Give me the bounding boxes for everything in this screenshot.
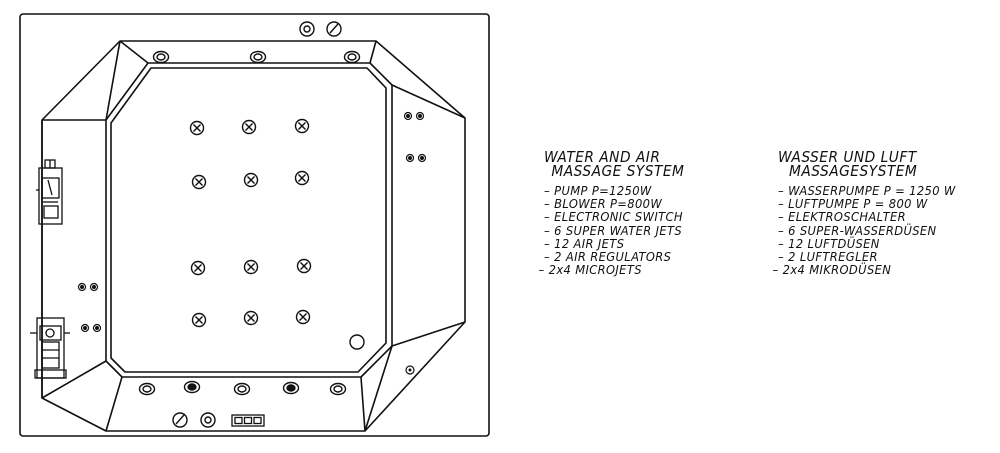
water-jet-icon xyxy=(138,382,156,396)
air-jet-icon xyxy=(191,312,207,328)
spec-english-item: PUMP P=1250W xyxy=(544,184,684,197)
spec-german-item: WASSERPUMPE P = 1250 W xyxy=(778,184,956,197)
water-jet-icon xyxy=(249,50,267,64)
spec-german-item: 6 SUPER-WASSERDÜSEN xyxy=(778,223,956,236)
microjet-icon xyxy=(417,153,427,163)
spec-german-list: WASSERPUMPE P = 1250 W LUFTPUMPE P = 800… xyxy=(778,184,956,277)
corner-bevel xyxy=(41,360,107,399)
air-jet-icon xyxy=(243,172,259,188)
electronic-switch-icon xyxy=(231,414,265,427)
tub-basin-edge xyxy=(105,62,393,378)
air-jet-icon xyxy=(243,310,259,326)
air-jet-icon xyxy=(190,260,206,276)
microjet-icon xyxy=(89,282,99,292)
spec-english: WATER AND AIR MASSAGE SYSTEM PUMP P=1250… xyxy=(544,148,685,277)
spec-english-item: 12 AIR JETS xyxy=(544,237,684,250)
microjet-icon xyxy=(77,282,87,292)
spec-german-item: ELEKTROSCHALTER xyxy=(778,210,956,223)
tub-inner-ledge xyxy=(110,67,387,373)
corner-bevel xyxy=(119,40,149,64)
water-jet-icon xyxy=(152,50,170,64)
overflow-icon xyxy=(405,365,415,375)
spec-german-item: LUFTPUMPE P = 800 W xyxy=(778,197,956,210)
water-jet-icon xyxy=(183,380,201,394)
corner-bevel xyxy=(360,376,366,432)
spec-german-item: 2 LUFTREGLER xyxy=(778,250,956,263)
air-regulator-bottom xyxy=(172,412,216,428)
air-jet-icon xyxy=(241,119,257,135)
water-jet-icon xyxy=(282,381,300,395)
spec-english-item: 6 SUPER WATER JETS xyxy=(544,223,684,236)
corner-bevel xyxy=(105,40,121,121)
spec-german-item: 2x4 MIKRODÜSEN xyxy=(772,263,955,276)
air-jet-icon xyxy=(243,259,259,275)
microjet-icon xyxy=(405,153,415,163)
corner-bevel xyxy=(105,376,123,432)
air-jet-icon xyxy=(189,120,205,136)
microjet-icon xyxy=(92,323,102,333)
microjets-group xyxy=(77,111,427,333)
air-jet-icon xyxy=(191,174,207,190)
spec-german: WASSER UND LUFT MASSAGESYSTEM WASSERPUMP… xyxy=(778,148,956,277)
drain-icon xyxy=(349,334,365,350)
air-jet-icon xyxy=(294,118,310,134)
overflow-dot xyxy=(408,368,412,372)
blower-icon xyxy=(30,317,70,379)
water-jet-icon xyxy=(233,382,251,396)
pump-icon xyxy=(36,159,63,225)
corner-bevel xyxy=(391,84,466,119)
corner-bevel xyxy=(391,321,466,347)
air-jet-icon xyxy=(296,258,312,274)
microjet-icon xyxy=(403,111,413,121)
water-jets-group xyxy=(138,50,361,396)
spec-english-title-line1: WATER AND AIR xyxy=(544,148,661,166)
air-regulator-top xyxy=(299,21,342,37)
spec-german-item: 12 LUFTDÜSEN xyxy=(778,237,956,250)
corner-bevel xyxy=(369,40,377,64)
microjet-icon xyxy=(80,323,90,333)
air-jets-group xyxy=(189,118,312,328)
water-jet-icon xyxy=(329,382,347,396)
spec-english-list: PUMP P=1250W BLOWER P=800W ELECTRONIC SW… xyxy=(544,184,684,277)
spec-german-title-line2: MASSAGESYSTEM xyxy=(789,162,918,180)
spec-english-title-line2: MASSAGE SYSTEM xyxy=(551,162,685,180)
corner-bevel xyxy=(364,345,393,432)
air-jet-icon xyxy=(295,309,311,325)
spec-german-title-line1: WASSER UND LUFT xyxy=(778,148,917,166)
spec-english-item: ELECTRONIC SWITCH xyxy=(544,210,684,223)
microjet-icon xyxy=(415,111,425,121)
air-jet-icon xyxy=(294,170,310,186)
spec-english-item: BLOWER P=800W xyxy=(544,197,684,210)
water-jet-icon xyxy=(343,50,361,64)
tub-outer-frame xyxy=(19,13,490,437)
spec-english-item: 2 AIR REGULATORS xyxy=(544,250,684,263)
spec-english-item: 2x4 MICROJETS xyxy=(538,263,684,276)
